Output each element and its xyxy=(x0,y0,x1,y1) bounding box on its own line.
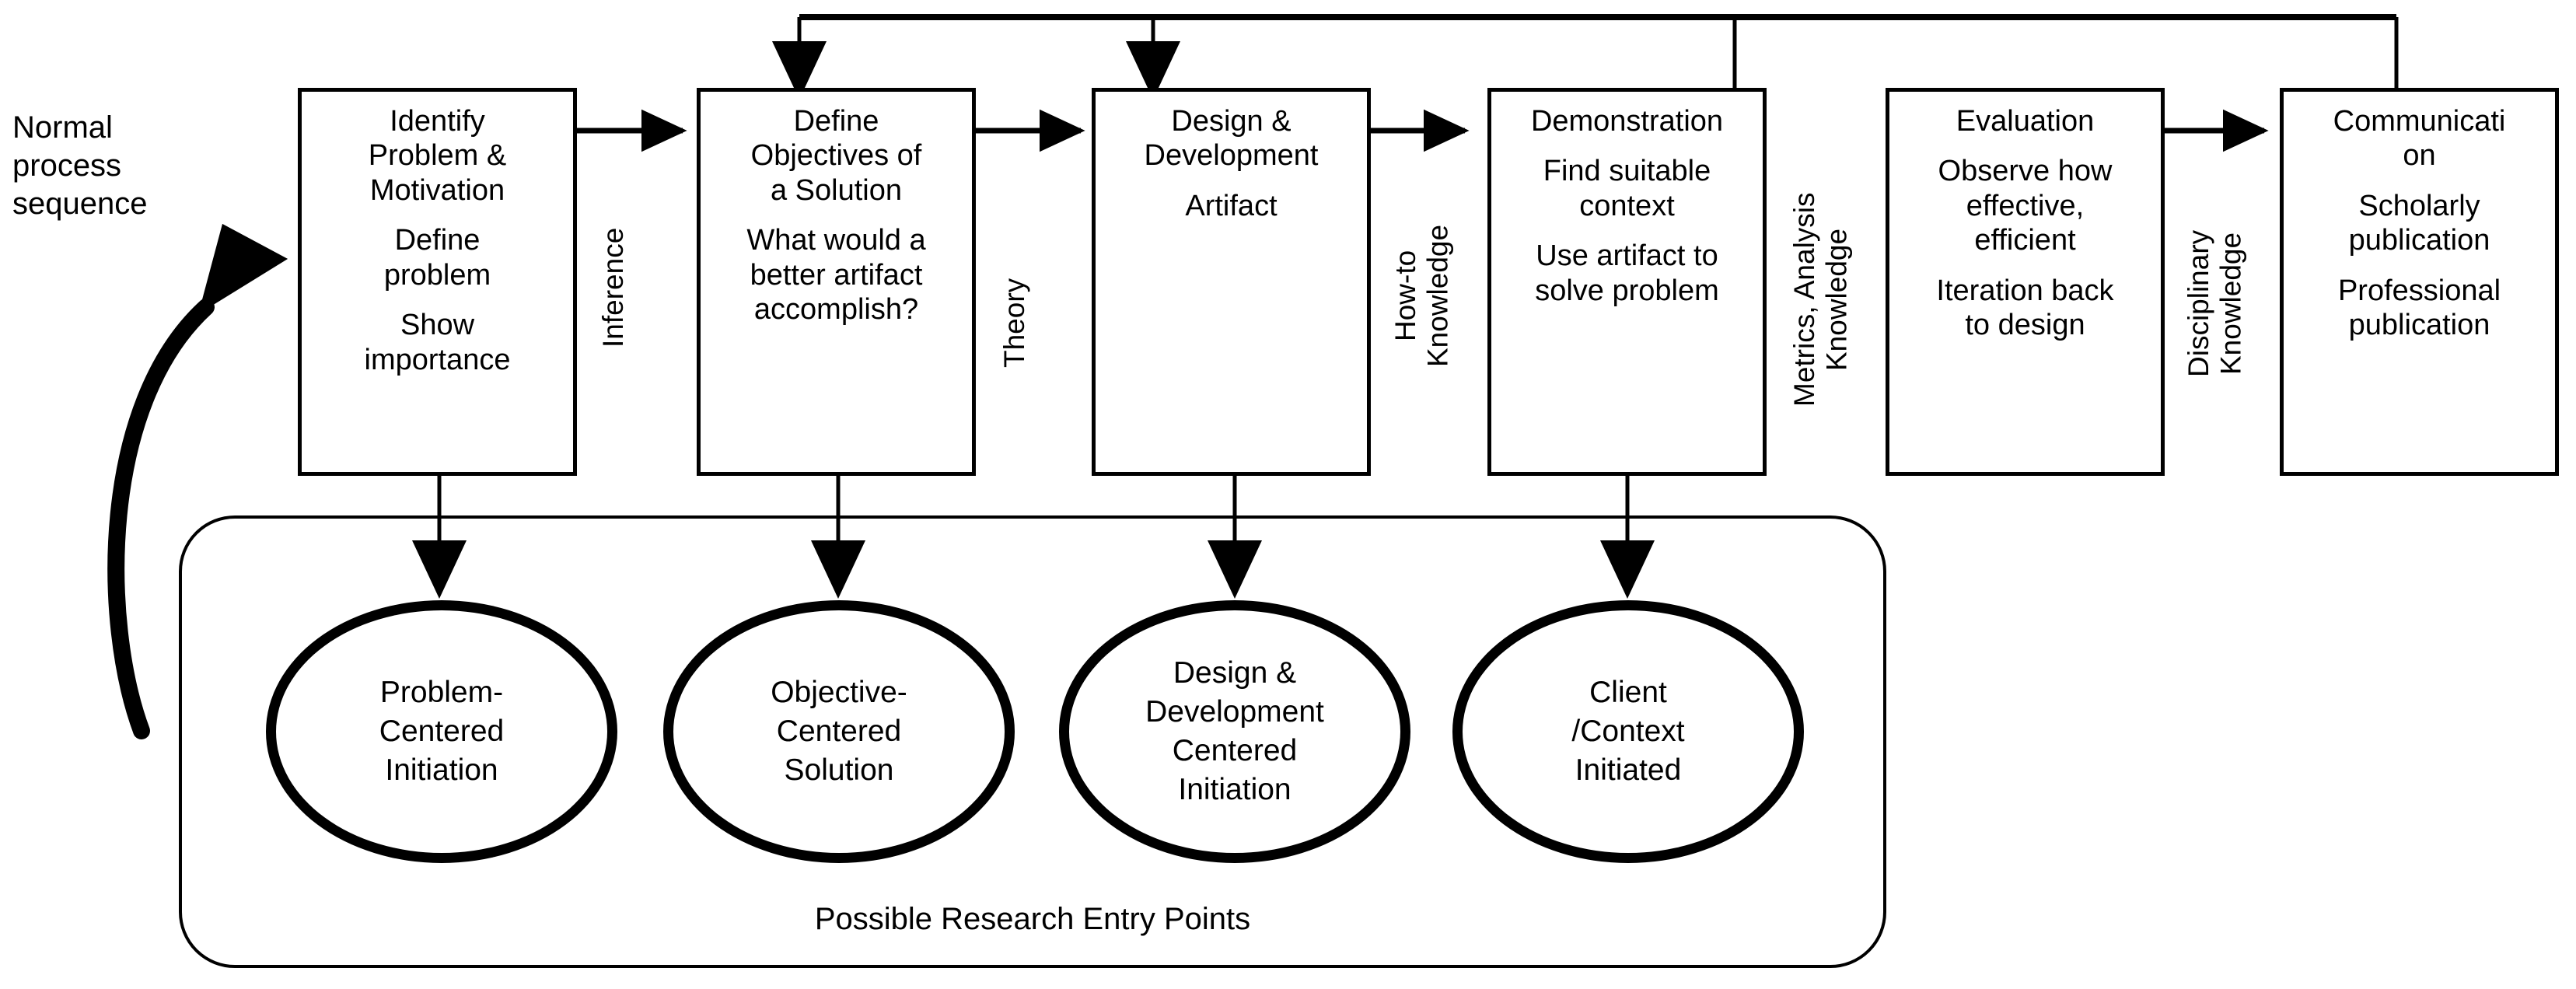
entry-point-label: Problem- Centered Initiation xyxy=(379,676,505,787)
process-box-evaluation[interactable]: Evaluation Observe how effective, effici… xyxy=(1886,88,2165,476)
entry-point-label: Client /Context Initiated xyxy=(1571,676,1685,787)
edge-label-metrics-analysis-knowledge: Metrics, Analysis Knowledge xyxy=(1788,192,1853,407)
process-box-communication[interactable]: Communicati on Scholarly publication Pro… xyxy=(2280,88,2559,476)
process-box-demonstration[interactable]: Demonstration Find suitable context Use … xyxy=(1487,88,1767,476)
process-box-define-objectives[interactable]: Define Objectives of a Solution What wou… xyxy=(697,88,976,476)
process-box-title: Design & Development xyxy=(1144,105,1319,173)
normal-process-sequence-label: Normal process sequence xyxy=(12,110,148,221)
edge-label-theory: Theory xyxy=(998,278,1030,368)
edge-label-how-to-knowledge: How-to Knowledge xyxy=(1389,224,1454,367)
process-box-design-development[interactable]: Design & Development Artifact xyxy=(1092,88,1371,476)
edge-label-disciplinary-knowledge: Disciplinary Knowledge xyxy=(2183,229,2247,377)
process-box-detail: Define problem xyxy=(383,224,491,292)
process-box-detail: Professional publication xyxy=(2337,274,2501,342)
entry-point-problem-centered-initiation[interactable]: Problem- Centered Initiation xyxy=(266,600,617,863)
process-box-title: Demonstration xyxy=(1530,105,1724,138)
process-box-detail: Iteration back to design xyxy=(1936,274,2114,342)
entry-point-objective-centered-solution[interactable]: Objective- Centered Solution xyxy=(663,600,1015,863)
entry-point-label: Objective- Centered Solution xyxy=(771,676,907,787)
process-box-identify-problem[interactable]: Identify Problem & Motivation Define pro… xyxy=(298,88,577,476)
process-box-title: Evaluation xyxy=(1956,105,2095,138)
process-box-title: Identify Problem & Motivation xyxy=(368,105,507,207)
edge-label-inference: Inference xyxy=(597,227,629,348)
entry-point-design-development-centered-initiation[interactable]: Design & Development Centered Initiation xyxy=(1059,600,1410,863)
process-box-detail: Observe how effective, efficient xyxy=(1938,155,2113,257)
process-box-detail: Scholarly publication xyxy=(2348,189,2490,257)
process-box-title: Communicati on xyxy=(2333,105,2506,173)
entry-point-label: Design & Development Centered Initiation xyxy=(1145,656,1324,806)
possible-research-entry-points-container xyxy=(179,515,1886,968)
entry-point-client-context-initiated[interactable]: Client /Context Initiated xyxy=(1452,600,1804,863)
entry-points-caption: Possible Research Entry Points xyxy=(814,902,1251,936)
process-box-detail: What would a better artifact accomplish? xyxy=(746,224,926,327)
process-box-detail: Use artifact to solve problem xyxy=(1535,239,1719,307)
process-box-detail: Artifact xyxy=(1185,189,1278,222)
process-box-detail: Find suitable context xyxy=(1543,155,1711,222)
process-box-title: Define Objectives of a Solution xyxy=(750,105,922,207)
process-box-detail: Show importance xyxy=(364,309,511,376)
